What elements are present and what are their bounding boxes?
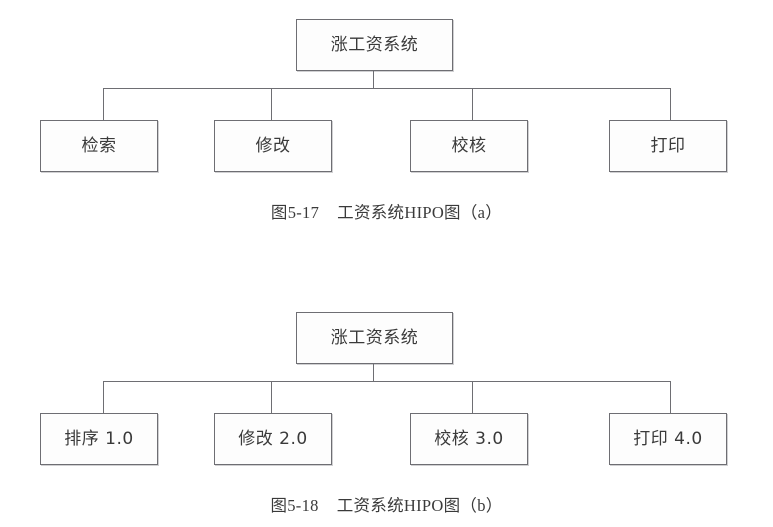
connector-drop-b-3: [472, 381, 474, 414]
figure-caption-a-number: 图5-17: [270, 203, 320, 222]
node-leaf-a-3-label: 校核: [451, 135, 487, 156]
figure-caption-b: 图5-18 工资系统HIPO图（b）: [0, 492, 773, 516]
hierarchy-diagram-a: 涨工资系统 检索 修改 校核 打印: [0, 0, 773, 185]
node-leaf-a-4[interactable]: 打印: [609, 120, 727, 172]
node-leaf-a-4-label: 打印: [650, 135, 686, 156]
figure-caption-a-title: 工资系统HIPO图: [337, 203, 461, 222]
figure-caption-a: 图5-17 工资系统HIPO图（a）: [0, 199, 773, 223]
connector-root-stem-a: [373, 71, 375, 89]
node-leaf-a-2-label: 修改: [255, 135, 291, 156]
connector-drop-a-3: [472, 88, 474, 121]
node-leaf-b-2[interactable]: 修改 2.0: [214, 413, 332, 465]
node-leaf-b-3-label: 校核 3.0: [434, 428, 504, 449]
figure-caption-a-part: （a）: [460, 203, 503, 222]
connector-drop-b-2: [271, 381, 273, 414]
node-leaf-b-1-label: 排序 1.0: [64, 428, 134, 449]
connector-drop-b-1: [103, 381, 105, 414]
node-root-b[interactable]: 涨工资系统: [296, 312, 453, 364]
figure-hipo-b: 涨工资系统 排序 1.0 修改 2.0 校核 3.0 打印 4.0 图5-18 工…: [0, 293, 773, 527]
figure-caption-b-title: 工资系统HIPO图: [336, 496, 461, 515]
connector-root-stem-b: [373, 364, 375, 382]
node-leaf-a-1-label: 检索: [81, 135, 117, 156]
node-leaf-a-2[interactable]: 修改: [214, 120, 332, 172]
connector-drop-b-4: [670, 381, 672, 414]
node-root-a[interactable]: 涨工资系统: [296, 19, 453, 71]
connector-bus-b: [103, 381, 671, 383]
node-leaf-b-2-label: 修改 2.0: [238, 428, 308, 449]
connector-drop-a-1: [103, 88, 105, 121]
hierarchy-diagram-b: 涨工资系统 排序 1.0 修改 2.0 校核 3.0 打印 4.0: [0, 293, 773, 478]
node-leaf-a-3[interactable]: 校核: [410, 120, 528, 172]
connector-drop-a-2: [271, 88, 273, 121]
figure-caption-b-part: （b）: [460, 496, 503, 515]
node-root-b-label: 涨工资系统: [330, 327, 419, 348]
node-root-a-label: 涨工资系统: [330, 34, 419, 55]
node-leaf-a-1[interactable]: 检索: [40, 120, 158, 172]
figure-caption-b-number: 图5-18: [270, 496, 319, 515]
node-leaf-b-1[interactable]: 排序 1.0: [40, 413, 158, 465]
connector-bus-a: [103, 88, 671, 90]
node-leaf-b-4[interactable]: 打印 4.0: [609, 413, 727, 465]
connector-drop-a-4: [670, 88, 672, 121]
figure-hipo-a: 涨工资系统 检索 修改 校核 打印 图5-17 工资系统HIPO图（a）: [0, 0, 773, 235]
node-leaf-b-3[interactable]: 校核 3.0: [410, 413, 528, 465]
node-leaf-b-4-label: 打印 4.0: [633, 428, 703, 449]
